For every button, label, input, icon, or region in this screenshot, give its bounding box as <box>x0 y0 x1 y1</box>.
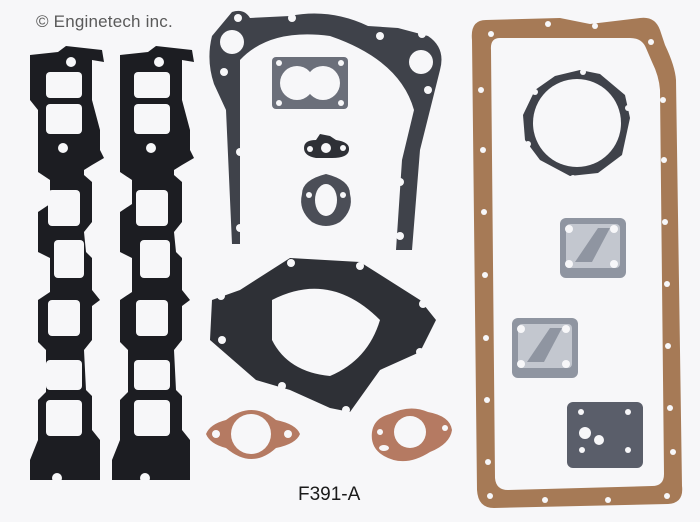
thermostat-gasket-left <box>206 410 300 459</box>
fuel-pump-gasket <box>301 174 351 226</box>
intake-gasket-right <box>112 46 194 483</box>
steel-plate-lower <box>512 318 578 378</box>
small-flange-gasket <box>304 134 350 158</box>
water-pump-gasket <box>210 258 436 414</box>
copyright-text: © Enginetech inc. <box>36 12 173 31</box>
oil-pump-gasket <box>523 69 631 181</box>
timing-cover-gasket <box>209 10 442 250</box>
square-gasket <box>567 402 643 468</box>
part-number-label: F391-A <box>298 484 361 505</box>
thermostat-gasket-right <box>371 408 452 462</box>
carburetor-gasket <box>272 57 348 109</box>
steel-plate-upper <box>560 218 626 278</box>
intake-gasket-left <box>30 46 104 483</box>
